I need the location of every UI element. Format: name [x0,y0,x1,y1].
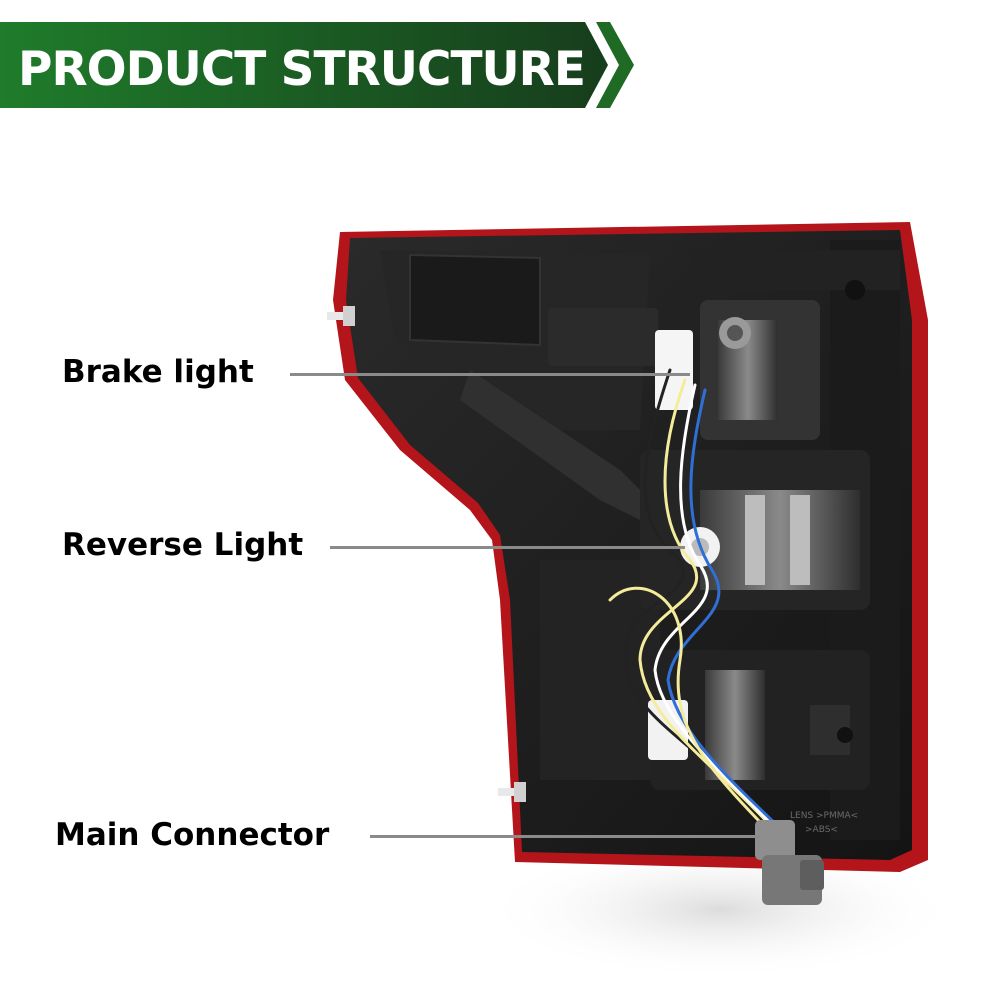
reverse-light-lamp [640,450,870,610]
callout-main-connector: Main Connector [55,817,330,853]
callout-line-main-connector [370,835,760,838]
mounting-stud-icon [498,782,526,802]
wiring-harness [608,368,784,832]
banner-title: PRODUCT STRUCTURE [18,42,586,97]
chevron-right-icon [596,22,634,108]
molded-text-abs: >ABS< [805,825,838,835]
section-banner: PRODUCT STRUCTURE [0,22,640,108]
callout-line-reverse-light [330,546,685,549]
callout-reverse-light: Reverse Light [62,527,304,563]
banner-background [0,22,634,108]
mounting-stud-icon [327,306,355,326]
reflection-shadow [480,840,960,980]
main-connector [755,820,824,905]
callout-brake-light: Brake light [62,354,254,390]
callout-line-brake-light [290,373,690,376]
molded-text-lens: LENS >PMMA< [790,811,858,821]
